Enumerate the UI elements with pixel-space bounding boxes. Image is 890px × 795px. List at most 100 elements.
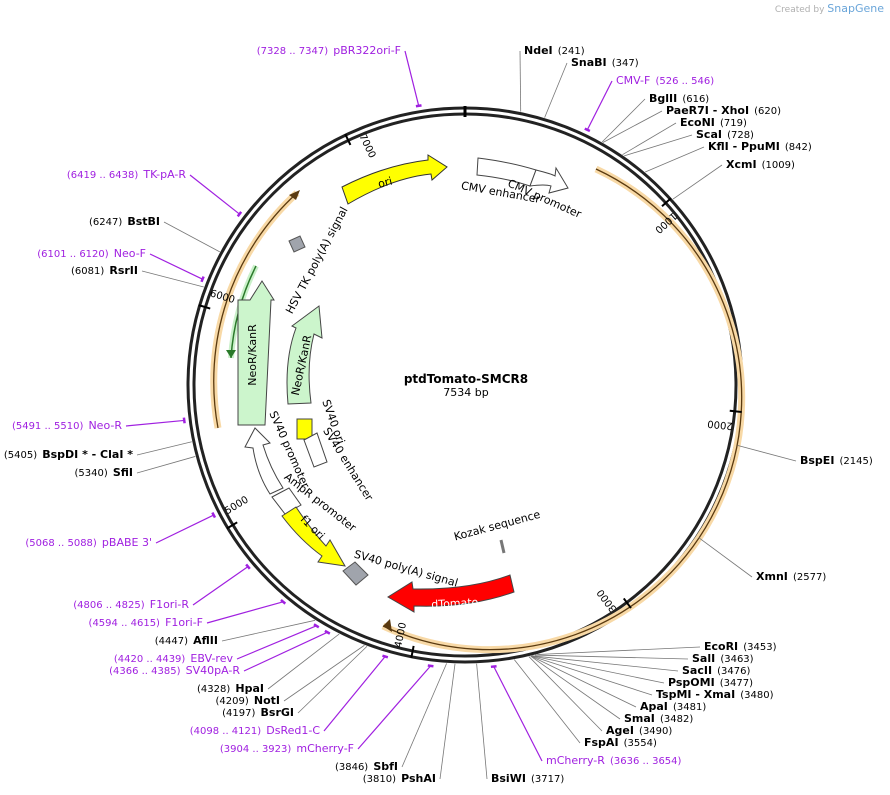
enzyme-label: (6081) RsrII — [71, 259, 138, 278]
primer-mark — [415, 104, 422, 108]
primer-mark — [211, 511, 217, 519]
kozak-feature: Kozak sequence — [453, 508, 542, 554]
primer-label: mCherry-R (3636 .. 3654) — [546, 749, 682, 768]
primer-label: (4366 .. 4385) SV40pA-R — [109, 659, 240, 678]
enzyme-line — [544, 62, 568, 118]
tick-mark — [410, 645, 415, 658]
tick-mark — [661, 197, 672, 208]
enzyme-line — [439, 663, 456, 780]
hsv-tk-polya-feature: HSV TK poly(A) signal — [283, 205, 350, 316]
enzyme-line — [532, 655, 679, 672]
enzyme-label: PspOMI (3477) — [668, 671, 753, 690]
tick-label: 4000 — [393, 622, 409, 649]
tick-mark — [226, 521, 238, 530]
primer-mark — [313, 623, 320, 629]
primer-line — [206, 601, 284, 624]
enzyme-line — [602, 110, 663, 143]
tick-label: 7000 — [356, 132, 377, 160]
hsv-tk-label: HSV TK poly(A) signal — [283, 205, 350, 316]
primer-mark — [490, 664, 497, 669]
enzyme-line — [624, 134, 693, 157]
enzyme-label: SmaI (3482) — [624, 707, 693, 726]
primer-mark — [382, 654, 389, 659]
neor-kanr-feature-2: NeoR/KanR — [286, 305, 323, 405]
enzyme-line — [476, 663, 488, 780]
neo1-label: NeoR/KanR — [246, 324, 259, 386]
primer-line — [236, 625, 317, 660]
enzyme-line — [534, 654, 689, 660]
enzyme-label: (3810) PshAI — [363, 767, 436, 786]
ori-feature: ori — [341, 154, 448, 205]
primer-line — [243, 631, 328, 672]
primer-mark — [182, 417, 186, 424]
enzyme-line — [297, 645, 368, 714]
primer-mark — [324, 629, 331, 635]
tick-mark — [344, 133, 352, 146]
enzyme-label: (6247) BstBI — [89, 210, 160, 229]
enzyme-line — [530, 655, 637, 708]
tick-mark — [622, 597, 632, 609]
primer-label: (4098 .. 4121) DsRed1-C — [190, 719, 321, 738]
enzyme-line — [622, 122, 677, 156]
enzyme-line — [645, 146, 705, 173]
primer-label: (4420 .. 4439) EBV-rev — [114, 647, 234, 666]
sv40-enhancer-label: SV40 enhancer — [320, 425, 376, 503]
enzyme-line — [672, 164, 723, 200]
enzyme-label: (5405) BspDI * - ClaI * — [4, 443, 133, 462]
enzyme-line — [221, 619, 316, 642]
enzyme-label: SacII (3476) — [682, 659, 751, 678]
orf-arc-right-head — [383, 619, 392, 632]
enzyme-line — [513, 659, 581, 744]
enzyme-line — [601, 98, 646, 143]
enzyme-label: SnaBI (347) — [571, 51, 639, 70]
primer-mark — [427, 664, 434, 668]
enzyme-label: (5340) SfiI — [74, 461, 133, 480]
sv40-polya-feature: SV40 poly(A) signal — [342, 548, 460, 590]
enzyme-line — [283, 644, 365, 702]
primer-mark — [245, 563, 251, 570]
primer-line — [155, 514, 214, 544]
primer-line — [189, 174, 240, 215]
sv40-polya-label: SV40 poly(A) signal — [353, 548, 460, 590]
primer-mark — [280, 599, 287, 605]
primer-label: CMV-F (526 .. 546) — [616, 69, 714, 88]
primer-mark — [236, 211, 243, 218]
enzyme-label: NdeI (241) — [524, 39, 585, 58]
enzyme-label: BglII (616) — [649, 87, 709, 106]
enzyme-label: BsiWI (3717) — [491, 767, 564, 786]
primer-label: (5068 .. 5088) pBABE 3' — [25, 531, 152, 550]
dtomato-label: dTomato — [431, 596, 479, 611]
primer-line — [586, 80, 613, 131]
primer-label: (6101 .. 6120) Neo-F — [37, 242, 146, 261]
primer-line — [404, 50, 420, 106]
enzyme-line — [737, 444, 797, 462]
enzyme-label: (3846) SbfI — [335, 755, 398, 774]
primer-label: (5491 .. 5510) Neo-R — [12, 414, 122, 433]
enzyme-label: (4447) AflII — [155, 629, 218, 648]
enzyme-label: TspMI - XmaI (3480) — [656, 683, 774, 702]
primer-line — [493, 666, 543, 762]
primer-line — [357, 665, 432, 750]
plasmid-length: 7534 bp — [443, 386, 488, 399]
primer-line — [125, 419, 185, 427]
enzyme-line — [531, 655, 653, 696]
enzyme-label: EcoNI (719) — [680, 111, 747, 130]
primer-mark — [584, 127, 591, 133]
tick-label: 2000 — [707, 418, 733, 431]
dtomato-feature: dTomato — [387, 574, 515, 613]
enzyme-line — [519, 50, 522, 112]
plasmid-name: ptdTomato-SMCR8 — [404, 372, 528, 386]
primer-label: (4594 .. 4615) F1ori-F — [89, 611, 203, 630]
primer-label: (6419 .. 6438) TK-pA-R — [67, 163, 186, 182]
enzyme-line — [530, 655, 621, 720]
enzyme-label: (4328) HpaI — [197, 677, 264, 696]
enzyme-label: BspEI (2145) — [800, 449, 873, 468]
primer-line — [192, 566, 249, 606]
primer-label: (7328 .. 7347) pBR322ori-F — [257, 39, 401, 58]
enzyme-label: SalI (3463) — [692, 647, 754, 666]
enzyme-line — [537, 646, 701, 655]
neor-kanr-feature-1: NeoR/KanR — [237, 280, 275, 426]
enzyme-label: KflI - PpuMI (842) — [708, 135, 812, 154]
primer-label: (3904 .. 3923) mCherry-F — [220, 737, 354, 756]
